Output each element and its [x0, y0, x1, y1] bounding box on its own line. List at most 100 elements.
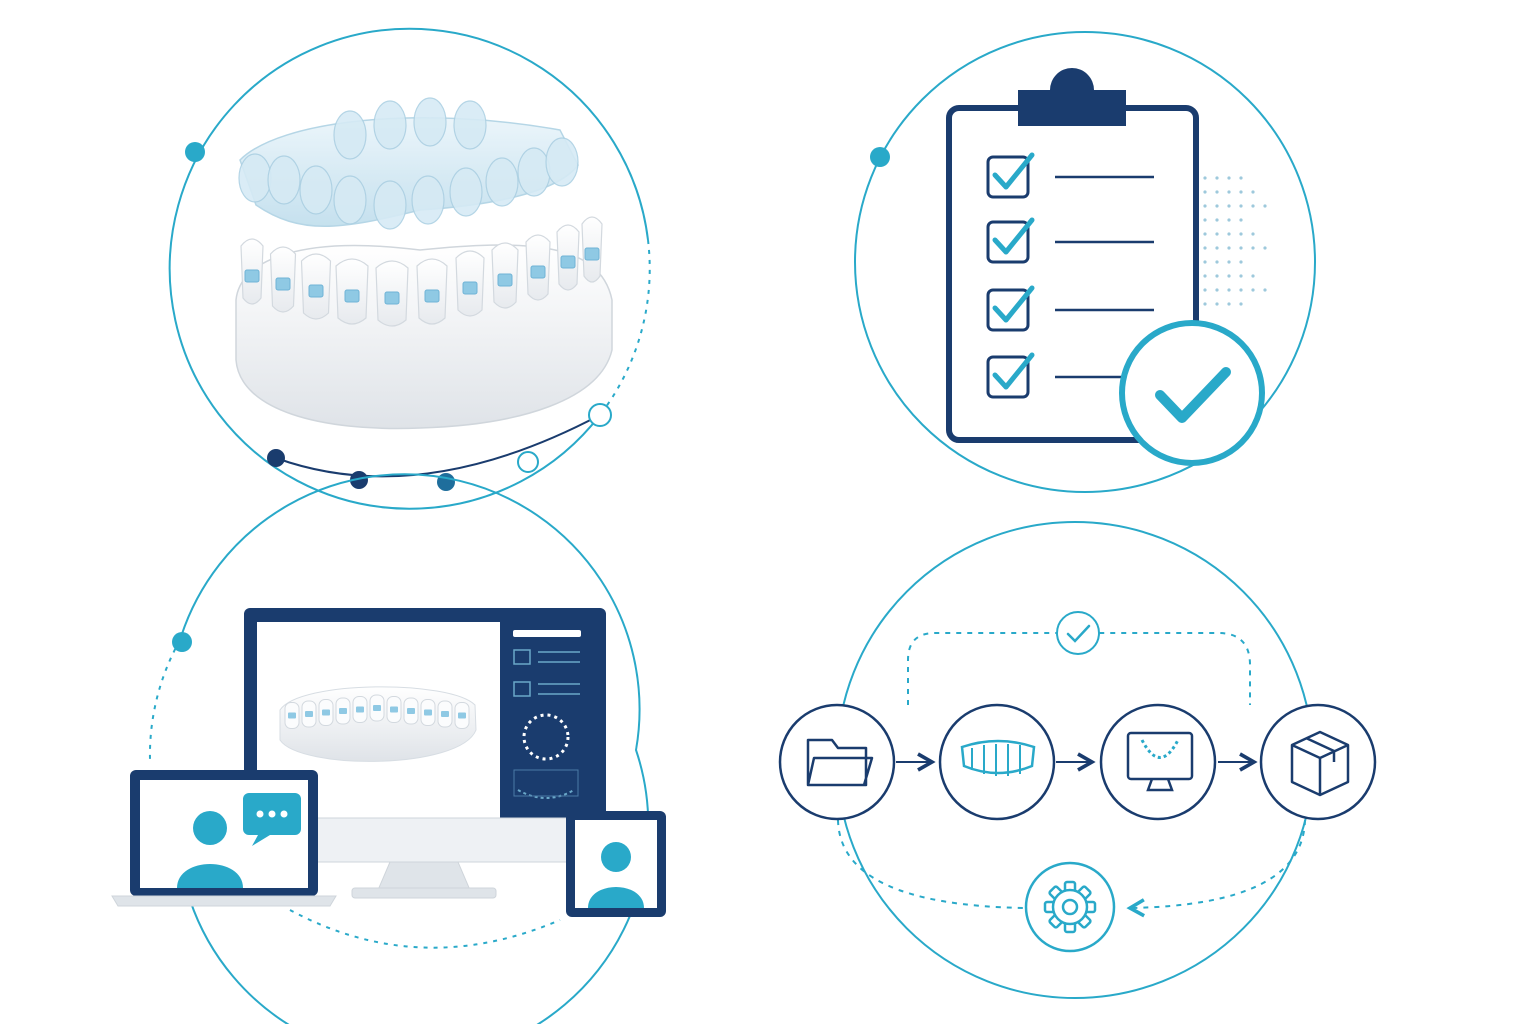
aligner-tooth-cap [238, 153, 272, 203]
bracket-icon [424, 289, 440, 303]
aligner-tooth-cap [485, 157, 519, 207]
bracket-icon [424, 709, 432, 716]
pattern-dot [1203, 190, 1207, 194]
pattern-dot [1215, 260, 1219, 264]
bracket-icon [308, 284, 324, 298]
pattern-dot [1227, 246, 1231, 250]
check-mark [992, 352, 1035, 390]
workflow-step-folder [778, 703, 896, 821]
checkbox-checked-icon [986, 155, 1030, 199]
user-avatar-icon [177, 811, 243, 888]
pattern-dot [1239, 246, 1243, 250]
pattern-dot [1251, 288, 1255, 292]
pattern-dot [1215, 232, 1219, 236]
bracket-icon [275, 277, 291, 291]
pattern-dot [1239, 260, 1243, 264]
pattern-dot [1251, 246, 1255, 250]
dot-pattern [1203, 176, 1267, 306]
pattern-dot [1263, 246, 1267, 250]
aligner-tooth-cap [333, 110, 367, 160]
node-dot [437, 473, 455, 491]
panel-treatment-checklist [854, 31, 1316, 493]
bracket-icon [497, 273, 513, 287]
aligner-tooth-cap [413, 97, 447, 147]
pattern-dot [1239, 204, 1243, 208]
pattern-dot [1203, 204, 1207, 208]
bracket-icon [322, 709, 330, 716]
node-dot-hollow [517, 451, 539, 473]
monitor-teeth [284, 694, 470, 729]
bracket-icon [458, 712, 466, 719]
workflow-step-package-box [1259, 703, 1377, 821]
clear-aligner-icon [238, 97, 579, 230]
panel-ring [168, 27, 649, 510]
gear-icon [1043, 880, 1097, 934]
check-mark [992, 152, 1035, 190]
bracket-icon [356, 706, 364, 713]
monitor-design-icon [1126, 731, 1194, 792]
pattern-dot [1215, 246, 1219, 250]
pattern-dot [1203, 260, 1207, 264]
bracket-icon [244, 269, 260, 283]
aligner-tooth-cap [453, 100, 487, 150]
pattern-dot [1203, 302, 1207, 306]
panel-aligner-model [168, 27, 651, 510]
pattern-dot [1203, 288, 1207, 292]
panel-ring-dashed [599, 239, 651, 416]
check-mark [992, 217, 1035, 255]
pattern-dot [1227, 288, 1231, 292]
pattern-dot [1239, 302, 1243, 306]
folder-icon [806, 738, 874, 787]
node-dot [350, 471, 368, 489]
node-dot [172, 632, 192, 652]
bracket-icon [384, 291, 400, 305]
pattern-dot [1227, 204, 1231, 208]
pattern-dot [1215, 288, 1219, 292]
bracket-icon [462, 281, 478, 295]
bracket-icon [305, 711, 313, 717]
teeth-scan-icon [960, 739, 1036, 776]
pattern-dot [1227, 302, 1231, 306]
pattern-dot [1251, 190, 1255, 194]
pattern-dot [1251, 204, 1255, 208]
bracket-icon [530, 265, 546, 279]
pattern-dot [1239, 288, 1243, 292]
checkbox-checked-icon [986, 355, 1030, 399]
pattern-dot [1215, 274, 1219, 278]
pattern-dot [1215, 176, 1219, 180]
bracket-icon [288, 712, 296, 719]
aligner-tooth-cap [333, 175, 367, 225]
package-box-icon [1290, 730, 1350, 797]
aligner-tooth-cap [545, 137, 579, 187]
pattern-dot [1239, 232, 1243, 236]
pattern-dot [1215, 190, 1219, 194]
pattern-dot [1239, 190, 1243, 194]
bracket-icon [407, 708, 415, 714]
check-mark [992, 285, 1035, 323]
bracket-icon [441, 711, 449, 717]
gear-hub [1061, 898, 1079, 916]
pattern-dot [1215, 204, 1219, 208]
user-avatar-icon [588, 842, 644, 908]
pattern-dot [1203, 218, 1207, 222]
pattern-dot [1215, 302, 1219, 306]
pattern-dot [1203, 246, 1207, 250]
pattern-dot [1203, 232, 1207, 236]
checkbox-checked-icon [986, 288, 1030, 332]
aligner-tooth-cap [267, 155, 301, 205]
pattern-dot [1227, 190, 1231, 194]
teeth-model-icon [235, 244, 613, 430]
node-dot [267, 449, 285, 467]
aligner-tooth-cap [449, 167, 483, 217]
progress-arc [275, 414, 601, 478]
approval-check-icon [1119, 320, 1265, 466]
pattern-dot [1227, 232, 1231, 236]
approval-check-icon [1056, 611, 1100, 655]
aligner-tooth-cap [411, 175, 445, 225]
pattern-dot [1227, 274, 1231, 278]
pattern-dot [1227, 260, 1231, 264]
clipboard-clip [1018, 68, 1126, 126]
approval-check-mark [1155, 367, 1231, 423]
pattern-dot [1263, 288, 1267, 292]
